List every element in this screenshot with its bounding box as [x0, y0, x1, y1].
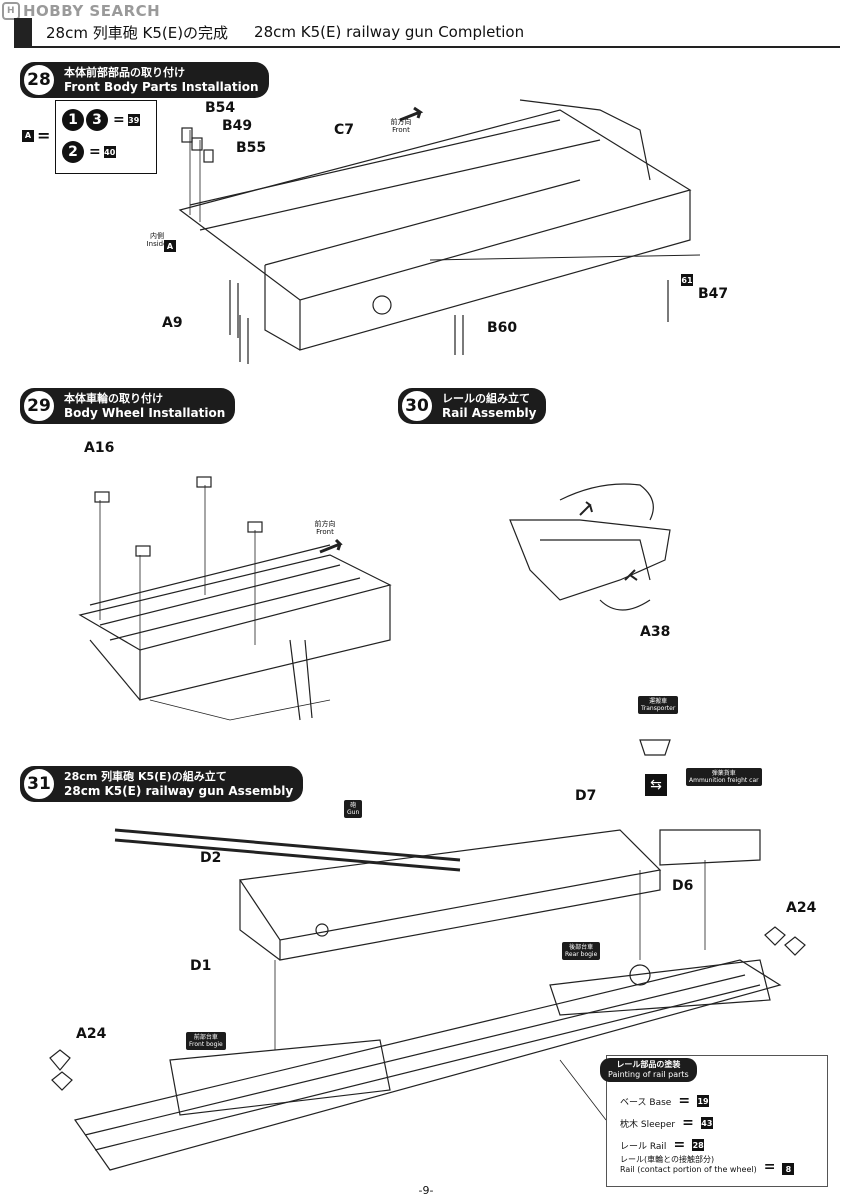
rail-painting-title: レール部品の塗装 Painting of rail parts	[600, 1058, 697, 1082]
step-29-title-jp: 本体車輪の取り付け	[64, 392, 163, 405]
swap-arrows-icon: ⇆	[645, 774, 667, 796]
step-31-number: 31	[22, 767, 56, 801]
title-marker	[14, 18, 32, 46]
paint-row-base: ベース Base=19	[620, 1093, 710, 1109]
step-30-title-en: Rail Assembly	[442, 406, 537, 420]
part-label-a16: A16	[84, 440, 115, 456]
step-29-header: 29 本体車輪の取り付け Body Wheel Installation	[20, 388, 236, 424]
color-code-icon: 8	[782, 1163, 795, 1175]
rail-assembly-drawing	[509, 483, 671, 611]
step-28-title-jp: 本体前部部品の取り付け	[64, 66, 185, 79]
step-30-title-jp: レールの組み立て	[442, 392, 530, 405]
part-label-b60: B60	[487, 320, 518, 336]
marker-a-icon: A	[22, 129, 34, 142]
step-31-title-en: 28cm K5(E) railway gun Assembly	[64, 784, 294, 798]
railway-gun-drawing	[49, 739, 806, 1171]
formula-row-1-eq: =	[113, 112, 125, 128]
color-formula-box: 1 3 = 39 2 = 40	[55, 100, 157, 174]
formula-row-2: 2 = 40	[62, 141, 116, 163]
part-circle-icon: 2	[62, 141, 84, 163]
color-code-icon: 40	[103, 146, 116, 158]
formula-row-2-eq: =	[89, 144, 101, 160]
watermark-text: HOBBY SEARCH	[23, 2, 161, 20]
part-label-b54: B54	[205, 100, 236, 116]
front-body-drawing	[178, 99, 701, 364]
step-28-header: 28 本体前部部品の取り付け Front Body Parts Installa…	[20, 62, 269, 98]
step-30-header: 30 レールの組み立て Rail Assembly	[398, 388, 547, 424]
part-label-a9: A9	[162, 315, 183, 331]
formula-eq: =	[37, 126, 51, 145]
part-circle-icon: 1	[62, 109, 84, 131]
part-label-a24-left: A24	[76, 1026, 107, 1042]
step-30-number: 30	[400, 389, 434, 423]
part-label-d6: D6	[672, 878, 694, 894]
page-title-jp: 28cm 列車砲 K5(E)の完成	[46, 23, 229, 42]
part-label-b55: B55	[236, 140, 267, 156]
step-28-number: 28	[22, 63, 56, 97]
hobbysearch-logo-icon: H	[2, 2, 20, 20]
paint-row-contact: レール(車輪との接触部分) Rail (contact portion of t…	[620, 1155, 795, 1175]
color-code-icon: 43	[700, 1117, 713, 1129]
part-circle-icon: 3	[86, 109, 108, 131]
part-label-b47: B47	[698, 286, 729, 302]
formula-row-1: 1 3 = 39	[62, 109, 140, 131]
part-label-d7: D7	[575, 788, 597, 804]
part-label-a24-right: A24	[786, 900, 817, 916]
step-31-title-jp: 28cm 列車砲 K5(E)の組み立て	[64, 770, 227, 783]
b47-color-icon: 61	[681, 274, 693, 286]
step-31-header: 31 28cm 列車砲 K5(E)の組み立て 28cm K5(E) railwa…	[20, 766, 304, 802]
step-28-title-en: Front Body Parts Installation	[64, 80, 259, 94]
part-label-d2: D2	[200, 850, 222, 866]
color-code-icon: 19	[697, 1095, 710, 1107]
part-label-d1: D1	[190, 958, 212, 974]
step-29-number: 29	[22, 389, 56, 423]
watermark: H HOBBY SEARCH	[2, 2, 160, 20]
part-label-b49: B49	[222, 118, 253, 134]
page-title-en: 28cm K5(E) railway gun Completion	[254, 23, 525, 41]
inside-marker-icon: A	[164, 240, 176, 252]
paint-row-sleeper: 枕木 Sleeper=43	[620, 1115, 713, 1131]
page-number: -9-	[418, 1184, 434, 1197]
page-title-bar: 28cm 列車砲 K5(E)の完成 28cm K5(E) railway gun…	[14, 18, 840, 48]
body-wheel-drawing	[78, 476, 392, 721]
formula-marker: A =	[22, 126, 50, 145]
color-code-icon: 39	[127, 114, 140, 126]
part-label-a38: A38	[640, 624, 671, 640]
step-29-title-en: Body Wheel Installation	[64, 406, 226, 420]
color-code-icon: 28	[692, 1139, 705, 1151]
part-label-c7: C7	[334, 122, 355, 138]
paint-row-rail: レール Rail=28	[620, 1137, 705, 1153]
